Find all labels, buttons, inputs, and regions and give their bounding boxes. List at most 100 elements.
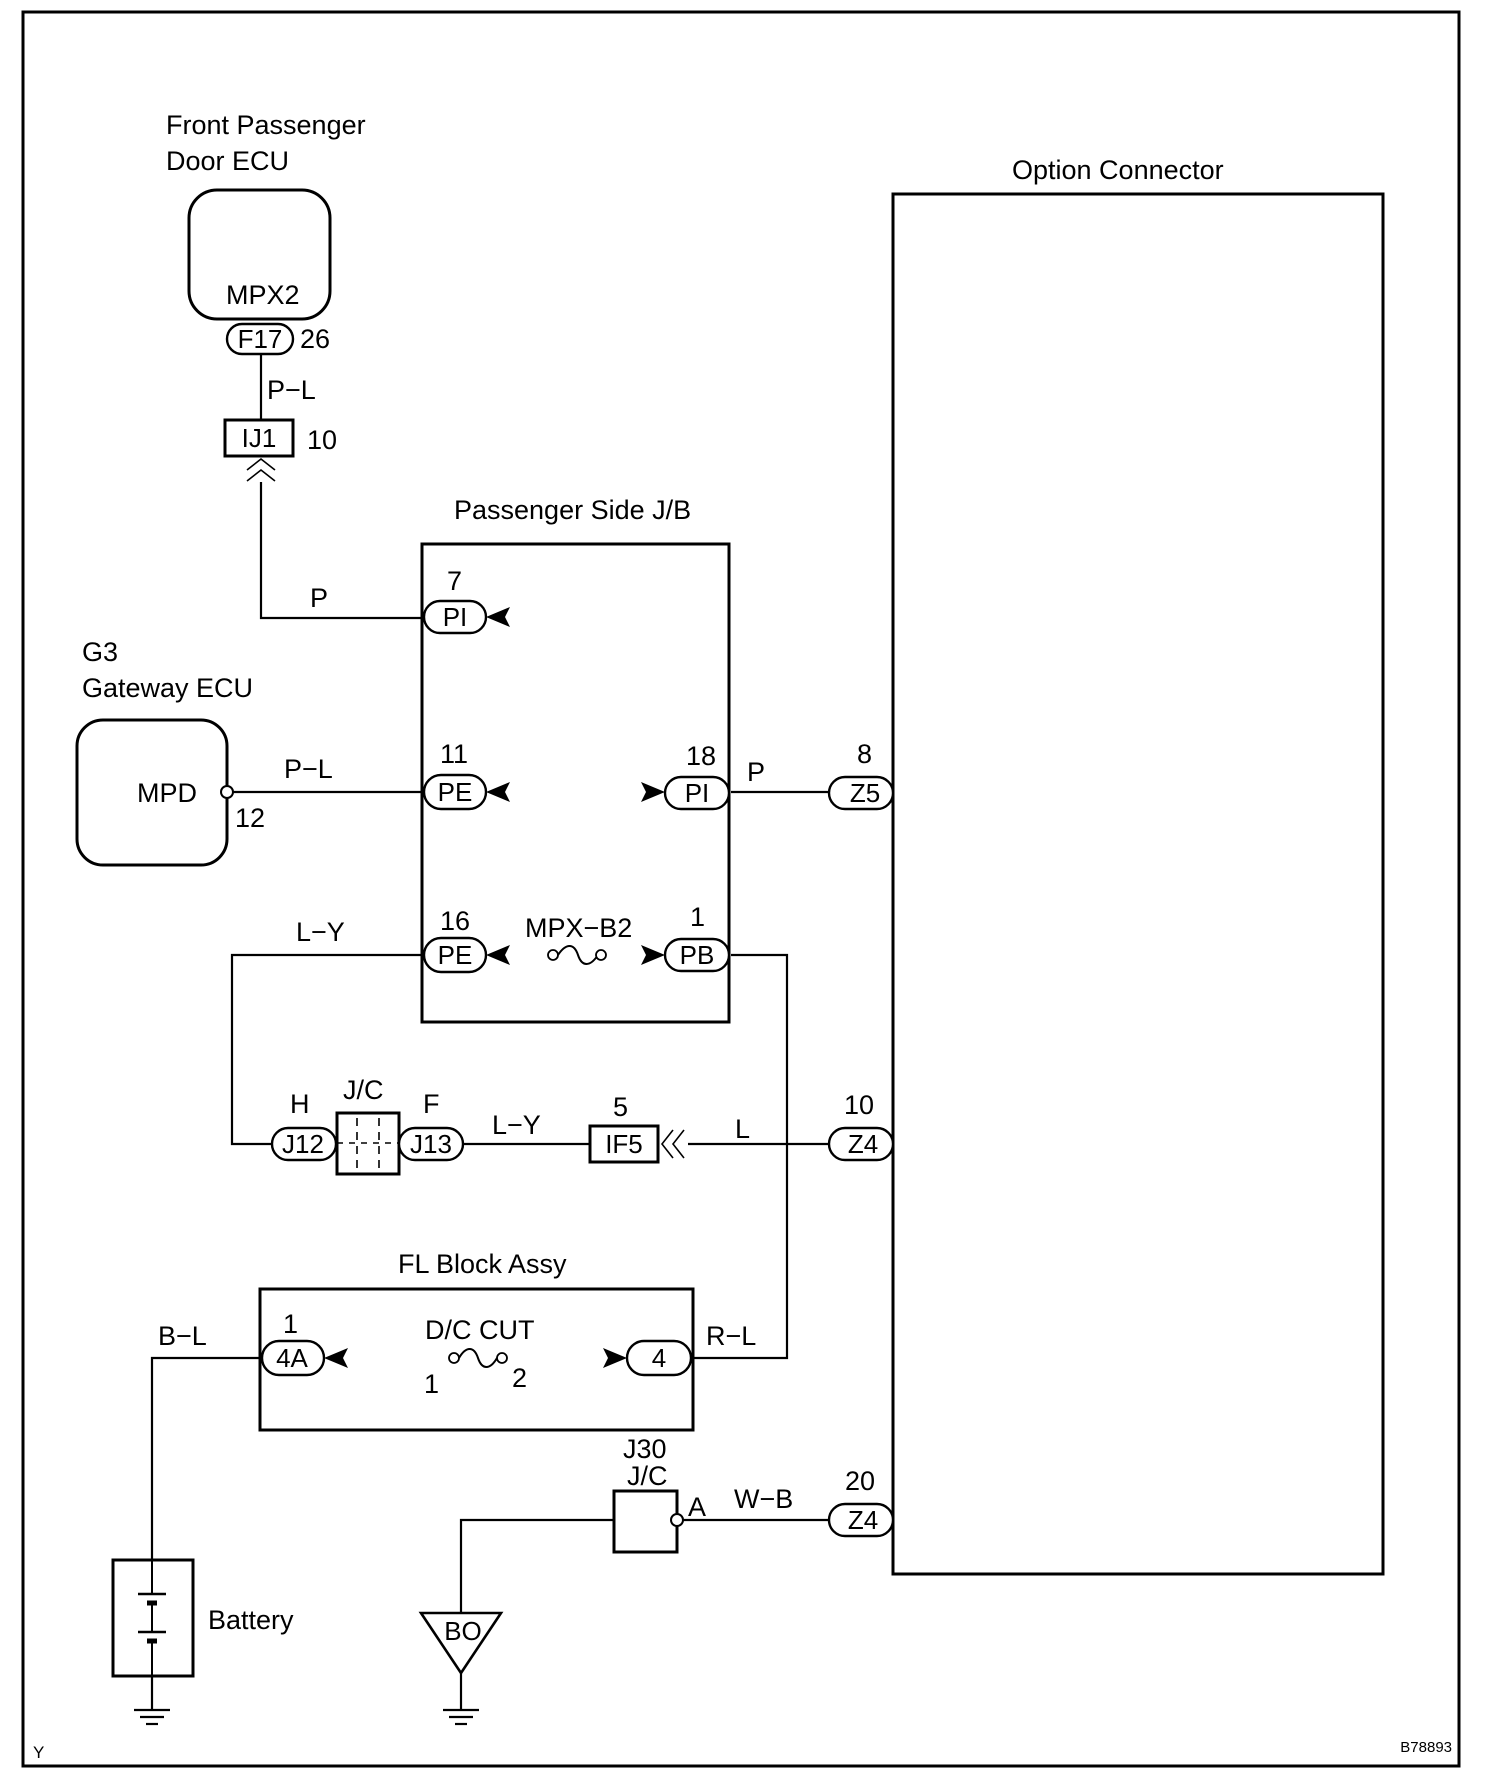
jb-pe11-pin: 11 [440, 739, 468, 769]
j30-pin: A [688, 1492, 706, 1522]
wire-label-pe16-jc: L−Y [296, 917, 345, 947]
gateway-terminal-dot [220, 785, 234, 799]
z4-10-label: Z4 [848, 1129, 878, 1159]
corner-mark: Y [33, 1743, 44, 1762]
ij1-connector [223, 418, 295, 458]
j13-label: J13 [410, 1129, 452, 1159]
jb-pb1-connector [663, 937, 731, 973]
j13-connector [397, 1126, 465, 1162]
ground-bo-triangle [418, 1611, 504, 1676]
if5-label: IF5 [605, 1129, 643, 1159]
gateway-title: Gateway ECU [82, 673, 253, 703]
wire-ij1-jb-pi [259, 482, 424, 620]
fl-4a-label: 4A [276, 1343, 308, 1373]
door-ecu-title-1: Front Passenger [166, 110, 366, 140]
wire-label-if5-z4: L [735, 1114, 750, 1144]
z4-20-label: Z4 [848, 1505, 878, 1535]
wire-label-jb-z5: P [747, 757, 765, 787]
z5-pin: 8 [857, 739, 872, 769]
j30-box [612, 1489, 679, 1554]
jb-pi7-terminal [486, 607, 510, 627]
fl-fuse-pin-left: 1 [424, 1369, 439, 1399]
z4-10-pin: 10 [844, 1090, 874, 1120]
jb-fuse-label: MPX−B2 [525, 913, 632, 943]
diagram-id: B78893 [1400, 1739, 1452, 1756]
wire-label-ij1-jb: P [310, 583, 328, 613]
jb-fuse-left-dot [547, 949, 559, 961]
option-connector-title: Option Connector [1012, 155, 1224, 185]
wire-label-jc-if5: L−Y [492, 1110, 541, 1140]
fl-fuse-right-dot [496, 1352, 508, 1364]
door-ecu-box [187, 188, 332, 321]
wire-label-battery-fl: B−L [158, 1321, 207, 1351]
door-ecu-title-2: Door ECU [166, 146, 289, 176]
jc-left-pin: H [290, 1089, 310, 1119]
jb-pe16-pin: 16 [440, 906, 470, 936]
battery-label: Battery [208, 1605, 294, 1635]
jb-pi18-terminal [641, 782, 665, 802]
diagram-frame [21, 10, 1461, 1768]
j30-terminal-dot [670, 1513, 684, 1527]
fl-fuse-element [458, 1348, 498, 1368]
door-ecu-terminal: MPX2 [226, 280, 300, 310]
wire-label-fl-pb: R−L [706, 1321, 756, 1351]
z5-connector [827, 775, 895, 811]
wire-label-door-ij1: P−L [267, 375, 316, 405]
fl-fuse-left-dot [448, 1352, 460, 1364]
fl-fuse-label: D/C CUT [425, 1315, 535, 1345]
gateway-terminal: MPD [137, 778, 197, 808]
if5-chevron-2 [671, 1129, 685, 1159]
fl-4a-terminal [324, 1348, 348, 1368]
jb-pi7-label: PI [443, 602, 468, 632]
option-connector-box [891, 192, 1385, 1576]
jb-pb1-pin: 1 [690, 902, 705, 932]
ij1-chevron-1 [246, 457, 276, 471]
wire-pb-fl4 [693, 953, 789, 1360]
ij1-chevron-2 [246, 468, 276, 482]
z4-20-pin: 20 [845, 1466, 875, 1496]
fl-4-connector [625, 1339, 693, 1377]
j30-title: J/C [627, 1461, 668, 1491]
z4-10-connector [827, 1126, 895, 1162]
jc-right-pin: F [423, 1089, 440, 1119]
z4-20-connector [827, 1502, 895, 1538]
ij1-label: IJ1 [242, 423, 277, 453]
jb-pe11-label: PE [438, 777, 473, 807]
jb-pe11-terminal [486, 782, 510, 802]
fl-title: FL Block Assy [398, 1249, 567, 1279]
jb-pe16-label: PE [438, 940, 473, 970]
gateway-code: G3 [82, 637, 118, 667]
ij1-pin: 10 [307, 425, 337, 455]
wire-battery-fl [150, 1356, 262, 1560]
jb-title: Passenger Side J/B [454, 495, 691, 525]
jb-pb1-terminal [641, 945, 665, 965]
jb-pe16-terminal [486, 945, 510, 965]
jb-pi18-connector [663, 775, 731, 811]
fl-fuse-pin-right: 2 [512, 1363, 527, 1393]
wire-pe16-j12 [230, 953, 424, 1146]
jb-pi7-pin: 7 [447, 566, 462, 596]
jb-fuse-right-dot [595, 949, 607, 961]
f17-pin: 26 [300, 324, 330, 354]
jb-pb1-label: PB [680, 940, 715, 970]
f17-label: F17 [238, 324, 283, 354]
z5-label: Z5 [850, 778, 880, 808]
fl-4-label: 4 [652, 1343, 666, 1373]
wire-bo-j30 [459, 1518, 614, 1612]
jb-pi18-pin: 18 [686, 741, 716, 771]
j12-label: J12 [282, 1129, 324, 1159]
gateway-pin: 12 [235, 803, 265, 833]
if5-chevron-1 [660, 1129, 674, 1159]
wire-label-j30-z4: W−B [734, 1484, 793, 1514]
f17-connector [225, 322, 295, 356]
fl-4-terminal [603, 1348, 627, 1368]
jb-pi18-label: PI [685, 778, 710, 808]
jb-fuse-element [557, 945, 599, 965]
if5-connector [588, 1124, 660, 1164]
fl-4a-pin: 1 [283, 1309, 298, 1339]
wire-label-gateway-jb: P−L [284, 754, 333, 784]
j30-code: J30 [623, 1434, 667, 1464]
if5-pin: 5 [613, 1092, 628, 1122]
ground-bo-label: BO [444, 1616, 482, 1646]
